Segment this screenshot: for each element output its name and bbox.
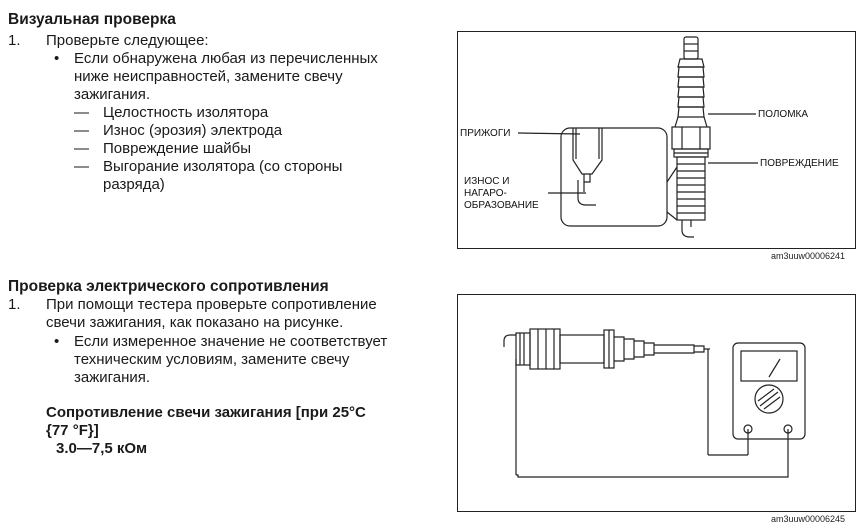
step-text: свечи зажигания, как показано на рисунке…: [46, 314, 344, 331]
electrical-check-heading: Проверка электрического сопротивления: [8, 278, 329, 295]
bullet-line: зажигания.: [74, 369, 151, 386]
check-item: Целостность изолятора: [103, 104, 269, 121]
spec-title: {77 °F}]: [46, 422, 99, 439]
check-item: Износ (эрозия) электрода: [103, 122, 283, 139]
bullet-line: ниже неисправностей, замените свечу: [74, 68, 343, 85]
figure-id: am3uuw00006245: [771, 514, 846, 524]
resistance-test-diagram: [503, 328, 806, 478]
bullet-line: Если измеренное значение не соответствуе…: [74, 333, 388, 350]
spark-plug-figure: ПОЛОМКА ПОВРЕЖДЕНИЕ ПРИЖОГИ ИЗНОС И НАГА…: [457, 31, 856, 249]
check-item: Повреждение шайбы: [103, 140, 252, 157]
label-wear: ИЗНОС И: [464, 176, 509, 187]
step-text: При помощи тестера проверьте сопротивлен…: [46, 296, 377, 313]
label-wear: ОБРАЗОВАНИЕ: [464, 200, 539, 211]
dash: —: [74, 158, 89, 175]
visual-inspection-heading: Визуальная проверка: [8, 11, 176, 28]
step-number: 1.: [8, 296, 21, 313]
check-item: разряда): [103, 176, 165, 193]
resistance-test-figure: [457, 294, 856, 512]
spec-value: 3.0—7,5 кОм: [56, 440, 148, 457]
bullet: •: [54, 50, 60, 67]
step-number: 1.: [8, 32, 21, 49]
check-item: Выгорание изолятора (со стороны: [103, 158, 343, 175]
bullet-line: зажигания.: [74, 86, 151, 103]
bullet-line: техническим условиям, замените свечу: [74, 351, 350, 368]
step-text: Проверьте следующее:: [46, 32, 209, 49]
dash: —: [74, 104, 89, 121]
dash: —: [74, 122, 89, 139]
label-burn: ПРИЖОГИ: [460, 128, 510, 139]
spec-title: Сопротивление свечи зажигания [при 25°C: [46, 404, 366, 421]
label-damage: ПОВРЕЖДЕНИЕ: [760, 158, 839, 169]
label-break: ПОЛОМКА: [758, 109, 808, 120]
dash: —: [74, 140, 89, 157]
bullet-line: Если обнаружена любая из перечисленных: [74, 50, 378, 67]
bullet: •: [54, 333, 60, 350]
figure-id: am3uuw00006241: [771, 251, 846, 261]
label-wear: НАГАРО-: [464, 188, 507, 199]
spark-plug-diagram: ПОЛОМКА ПОВРЕЖДЕНИЕ ПРИЖОГИ ИЗНОС И НАГА…: [460, 36, 839, 238]
